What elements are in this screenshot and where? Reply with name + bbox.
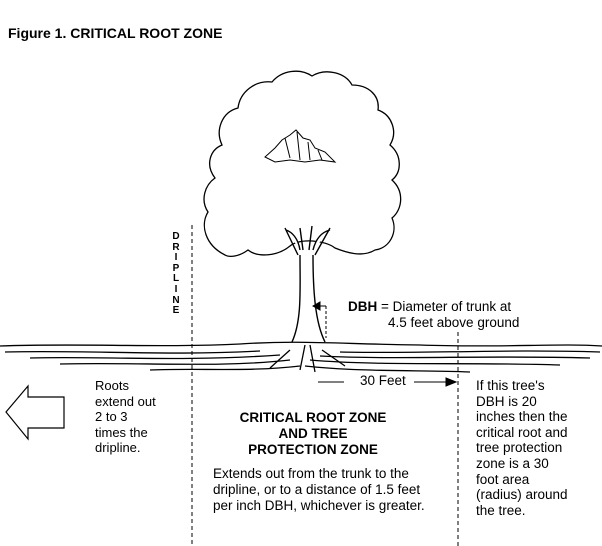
heading-line: AND TREE [278,426,348,441]
heading-line: CRITICAL ROOT ZONE [239,410,387,425]
note-line: dripline. [95,440,141,455]
dripline-letter: R [172,241,180,253]
dripline-letter: P [172,262,180,274]
figure-title: Figure 1. CRITICAL ROOT ZONE [8,25,223,41]
note-line: If this tree's [476,378,545,393]
description-line: dripline, or to a distance of 1.5 feet [213,482,421,497]
crown-branches [264,129,337,163]
roots-note: Roots extend out 2 to 3 times the dripli… [95,378,156,456]
ground-roots [0,341,602,373]
dripline-letter: D [172,231,180,242]
dripline-letter: I [174,252,178,264]
note-line: extend out [95,393,156,409]
note-line: 2 to 3 [95,409,128,424]
description-line: Extends out from the trunk to the [213,466,409,481]
zone-heading: CRITICAL ROOT ZONE AND TREE PROTECTION Z… [228,410,398,458]
tree-trunk [284,225,331,343]
note-line: DBH is 20 [476,393,537,409]
note-line: inches then the [476,409,568,425]
tree-crown [203,70,402,257]
distance-label: 30 Feet [360,373,406,388]
note-line: times the [95,424,148,440]
dripline-letter: I [174,283,178,295]
note-line: foot area [476,471,530,487]
dbh-line1: = Diameter of trunk at [377,299,512,314]
zone-description: Extends out from the trunk to the dripli… [213,466,453,514]
dbh-line2: 4.5 feet above ground [388,315,520,330]
note-line: zone is a 30 [476,455,549,471]
heading-line: PROTECTION ZONE [248,442,378,457]
distance-arrow [318,377,458,387]
dripline-letter: L [172,273,180,285]
note-line: the tree. [476,502,526,518]
dbh-arrow [311,301,327,338]
dripline-letter: E [172,305,180,317]
left-outline-arrow-icon [5,384,65,441]
example-note: If this tree's DBH is 20 inches then the… [476,378,601,518]
note-line: (radius) around [476,487,568,503]
note-line: tree protection [476,440,563,456]
dripline-letter: N [172,294,180,306]
note-line: critical root and [476,424,568,440]
description-line: per inch DBH, whichever is greater. [213,498,425,513]
dripline-label: D R I P L I N E [170,231,182,317]
dbh-abbr: DBH [348,299,378,314]
note-line: Roots [95,378,129,393]
